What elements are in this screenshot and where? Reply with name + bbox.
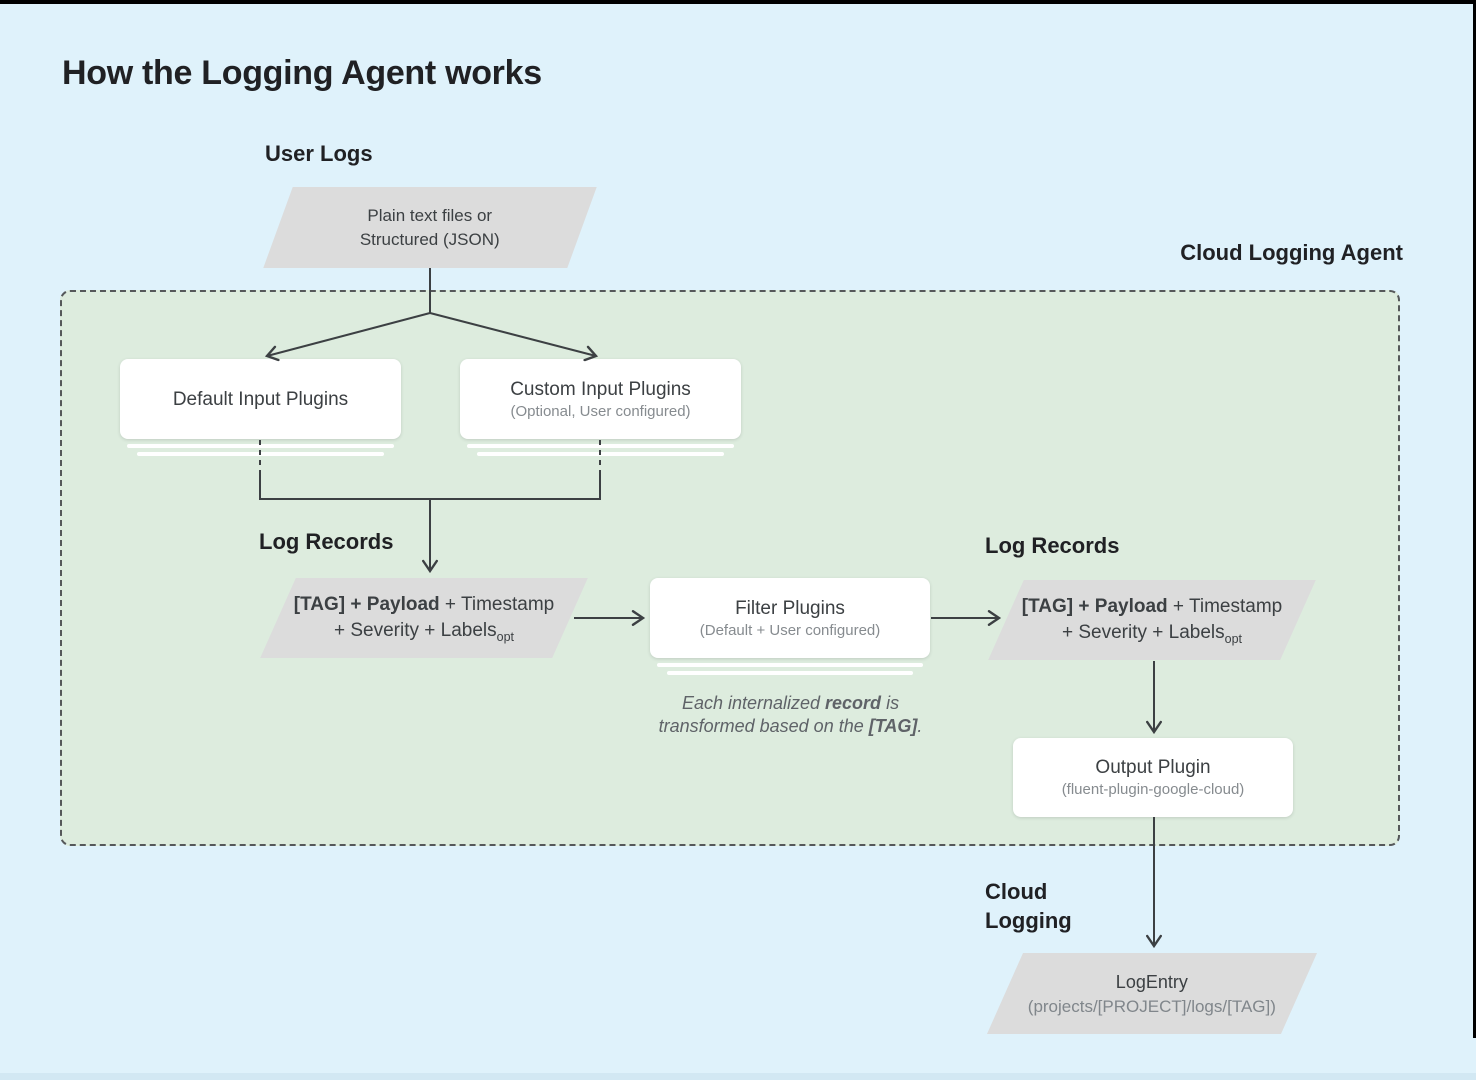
node-filter-plugins: Filter Plugins (Default + User configure… (650, 578, 930, 658)
logentry-text: LogEntry (projects/[PROJECT]/logs/[TAG]) (1027, 971, 1277, 1016)
filter-subtitle: (Default + User configured) (699, 621, 881, 639)
filter-note: Each internalized record is transformed … (658, 693, 923, 736)
user-input-text: Plain text files or Structured (JSON) (360, 205, 500, 249)
stack-stripe (127, 444, 394, 448)
filter-title: Filter Plugins (735, 597, 845, 619)
page-title: How the Logging Agent works (62, 54, 542, 92)
log-record-right-text: [TAG] + Payload + Timestamp + Severity +… (1021, 595, 1283, 646)
node-output-plugin: Output Plugin (fluent-plugin-google-clou… (1013, 738, 1293, 817)
label-user-logs: User Logs (265, 141, 373, 166)
shape-logentry: LogEntry (projects/[PROJECT]/logs/[TAG]) (986, 953, 1318, 1034)
shape-user-input-logs: Plain text files or Structured (JSON) (263, 187, 597, 268)
label-cloud-logging-agent: Cloud Logging Agent (1180, 240, 1403, 265)
custom-input-title: Custom Input Plugins (510, 378, 691, 400)
shape-log-record-left: [TAG] + Payload + Timestamp + Severity +… (260, 578, 588, 658)
stack-stripe (467, 444, 734, 448)
window-bottom-edge (0, 1073, 1476, 1080)
shape-log-record-right: [TAG] + Payload + Timestamp + Severity +… (988, 580, 1316, 660)
log-record-left-text: [TAG] + Payload + Timestamp + Severity +… (293, 593, 555, 644)
custom-input-subtitle: (Optional, User configured) (510, 402, 691, 420)
window-top-edge (0, 0, 1476, 4)
label-log-records-right: Log Records (985, 533, 1120, 558)
default-input-title: Default Input Plugins (172, 388, 349, 410)
output-title: Output Plugin (1095, 757, 1211, 778)
label-log-records-left: Log Records (259, 529, 394, 554)
window-right-edge (1473, 0, 1476, 1038)
stack-stripe (477, 452, 724, 456)
output-subtitle: (fluent-plugin-google-cloud) (1061, 781, 1245, 798)
stack-stripe (667, 671, 913, 675)
node-custom-input-plugins: Custom Input Plugins (Optional, User con… (460, 359, 741, 439)
stack-stripe (657, 663, 923, 667)
label-cloud-logging: Cloud Logging (985, 879, 1072, 933)
node-default-input-plugins: Default Input Plugins (120, 359, 401, 439)
stack-stripe (137, 452, 384, 456)
